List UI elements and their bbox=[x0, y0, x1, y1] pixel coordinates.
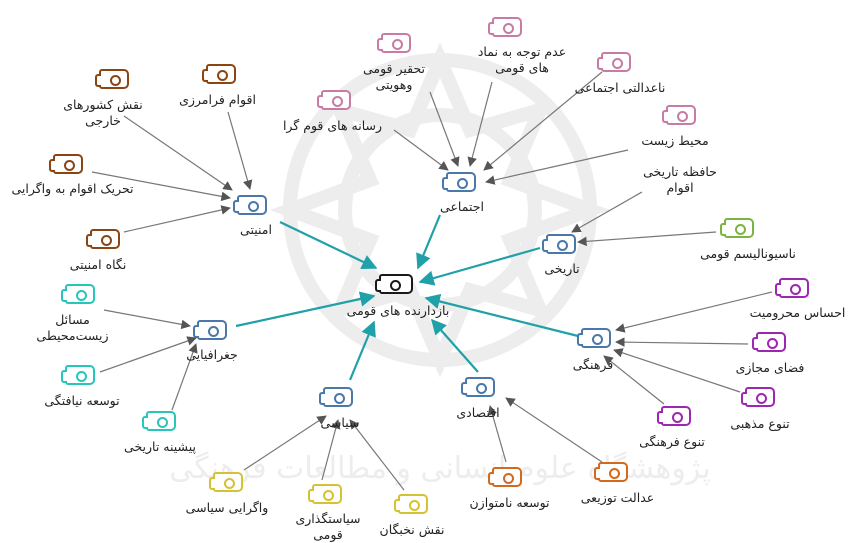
factor-media-label: رسانه های قوم گرا bbox=[282, 118, 383, 133]
category-security-label: امنیتی bbox=[240, 222, 272, 237]
arrow-memory-to-history bbox=[571, 191, 643, 233]
factor-historical-background-icon[interactable] bbox=[142, 411, 176, 431]
factor-security-view-label: نگاه امنیتی bbox=[69, 257, 127, 272]
factor-humiliation-label: تحقیر قومی وهویتی bbox=[362, 61, 426, 92]
factor-deprivation-label: احساس محرومیت bbox=[749, 305, 846, 320]
arrow-histbg-to-geography bbox=[171, 343, 198, 411]
category-economy-label: اقتصادی bbox=[456, 405, 500, 420]
factor-symbols-label: عدم توجه به نماد های قومی bbox=[477, 44, 567, 75]
arrow-religion-to-culture bbox=[613, 348, 741, 393]
factor-ethnic-policy-icon[interactable] bbox=[308, 484, 342, 504]
arrow-diversity-to-culture bbox=[603, 355, 665, 405]
factor-political-divergence-label: واگرایی سیاسی bbox=[185, 500, 269, 515]
factor-elites-icon[interactable] bbox=[394, 494, 428, 514]
factor-deprivation-icon[interactable] bbox=[775, 278, 809, 298]
center-node-icon[interactable] bbox=[375, 274, 413, 294]
arrow-history-to-center bbox=[418, 246, 541, 286]
category-geography-label: جغرافیایی bbox=[186, 347, 238, 362]
arrow-elites-to-politics bbox=[349, 419, 405, 491]
factor-foreign-countries-icon[interactable] bbox=[95, 69, 129, 89]
factor-nationalism-label: ناسیونالیسم قومی bbox=[700, 246, 796, 261]
arrow-geography-to-center bbox=[235, 291, 376, 328]
factor-environmental-issues-icon[interactable] bbox=[61, 284, 95, 304]
factor-political-divergence-icon[interactable] bbox=[209, 472, 243, 492]
arrow-symbols-to-social bbox=[467, 81, 493, 167]
category-social-icon[interactable] bbox=[442, 172, 476, 192]
factor-historical-background-label: پیشینه تاریخی bbox=[124, 439, 196, 454]
arrow-politics-to-center bbox=[348, 320, 376, 381]
arrow-economy-to-center bbox=[430, 318, 479, 373]
factor-injustice-label: ناعدالتی اجتماعی bbox=[574, 80, 666, 95]
factor-humiliation-icon[interactable] bbox=[377, 33, 411, 53]
category-history-label: تاریخی bbox=[544, 261, 580, 276]
arrow-humiliation-to-social bbox=[429, 91, 460, 167]
arrow-cyberspace-to-culture bbox=[615, 337, 749, 347]
factor-symbols-icon[interactable] bbox=[488, 17, 522, 37]
arrow-provocation-to-security bbox=[91, 171, 231, 202]
category-culture-icon[interactable] bbox=[577, 328, 611, 348]
factor-foreign-countries-label: نقش کشورهای خارجی bbox=[63, 97, 143, 128]
factor-cyberspace-label: فضای مجازی bbox=[735, 360, 805, 375]
category-politics-label: سیاسی bbox=[320, 415, 360, 430]
arrow-foreign-to-security bbox=[123, 115, 233, 191]
factor-cultural-diversity-label: تنوع فرهنگی bbox=[639, 434, 705, 449]
arrow-media-to-social bbox=[393, 129, 449, 171]
category-culture-label: فرهنگی bbox=[572, 357, 614, 372]
factor-environmental-issues-label: مسائل زیست‌محیطی bbox=[36, 312, 109, 343]
factor-security-view-icon[interactable] bbox=[86, 229, 120, 249]
category-economy-icon[interactable] bbox=[461, 377, 495, 397]
arrow-underdev-to-geography bbox=[99, 336, 197, 373]
factor-underdevelopment-label: توسعه نیافتگی bbox=[44, 393, 120, 408]
factor-cross-border-icon[interactable] bbox=[202, 64, 236, 84]
arrow-security-to-center bbox=[279, 221, 378, 269]
factor-memory-label: حافظه تاریخی اقوام bbox=[643, 164, 717, 195]
arrow-culture-to-center bbox=[424, 293, 579, 338]
center-node-label: بازدارنده های قومی bbox=[346, 303, 450, 318]
category-security-icon[interactable] bbox=[233, 195, 267, 215]
factor-cultural-diversity-icon[interactable] bbox=[657, 406, 691, 426]
factor-ethnic-policy-label: سیاستگذاری قومی bbox=[295, 511, 361, 542]
factor-environment-icon[interactable] bbox=[662, 105, 696, 125]
arrow-nationalism-to-history bbox=[577, 231, 717, 247]
factor-elites-label: نقش نخبگان bbox=[379, 522, 445, 537]
arrow-injustice-to-social bbox=[483, 71, 603, 171]
arrow-securityview-to-security bbox=[123, 205, 231, 233]
factor-uneven-development-icon[interactable] bbox=[488, 467, 522, 487]
factor-distributive-justice-label: عدالت توزیعی bbox=[580, 490, 655, 505]
arrow-environment-to-social bbox=[485, 149, 629, 185]
category-geography-icon[interactable] bbox=[193, 320, 227, 340]
arrow-envissues-to-geography bbox=[103, 309, 191, 330]
category-history-icon[interactable] bbox=[542, 234, 576, 254]
factor-distributive-justice-icon[interactable] bbox=[594, 462, 628, 482]
arrow-deprivation-to-culture bbox=[615, 291, 773, 333]
factor-provocation-label: تحریک اقوام به واگرایی bbox=[11, 181, 134, 196]
factor-religion-label: تنوع مذهبی bbox=[730, 416, 790, 431]
factor-underdevelopment-icon[interactable] bbox=[61, 365, 95, 385]
arrow-distributive-to-economy bbox=[505, 397, 603, 463]
factor-provocation-icon[interactable] bbox=[49, 154, 83, 174]
category-politics-icon[interactable] bbox=[319, 387, 353, 407]
category-social-label: اجتماعی bbox=[440, 199, 484, 214]
factor-cyberspace-icon[interactable] bbox=[752, 332, 786, 352]
factor-uneven-development-label: توسعه نامتوازن bbox=[469, 495, 550, 510]
arrow-social-to-center bbox=[416, 214, 442, 270]
factor-media-icon[interactable] bbox=[317, 90, 351, 110]
factor-cross-border-label: اقوام فرامرزی bbox=[179, 92, 256, 107]
arrow-divergence-to-politics bbox=[243, 415, 327, 471]
arrow-crossborder-to-security bbox=[227, 111, 253, 190]
factor-nationalism-icon[interactable] bbox=[720, 218, 754, 238]
arrow-uneven-to-economy bbox=[487, 405, 507, 463]
factor-environment-label: محیط زیست bbox=[641, 133, 709, 148]
factor-injustice-icon[interactable] bbox=[597, 52, 631, 72]
arrow-ethnicpolicy-to-politics bbox=[321, 419, 341, 481]
factor-religion-icon[interactable] bbox=[741, 387, 775, 407]
